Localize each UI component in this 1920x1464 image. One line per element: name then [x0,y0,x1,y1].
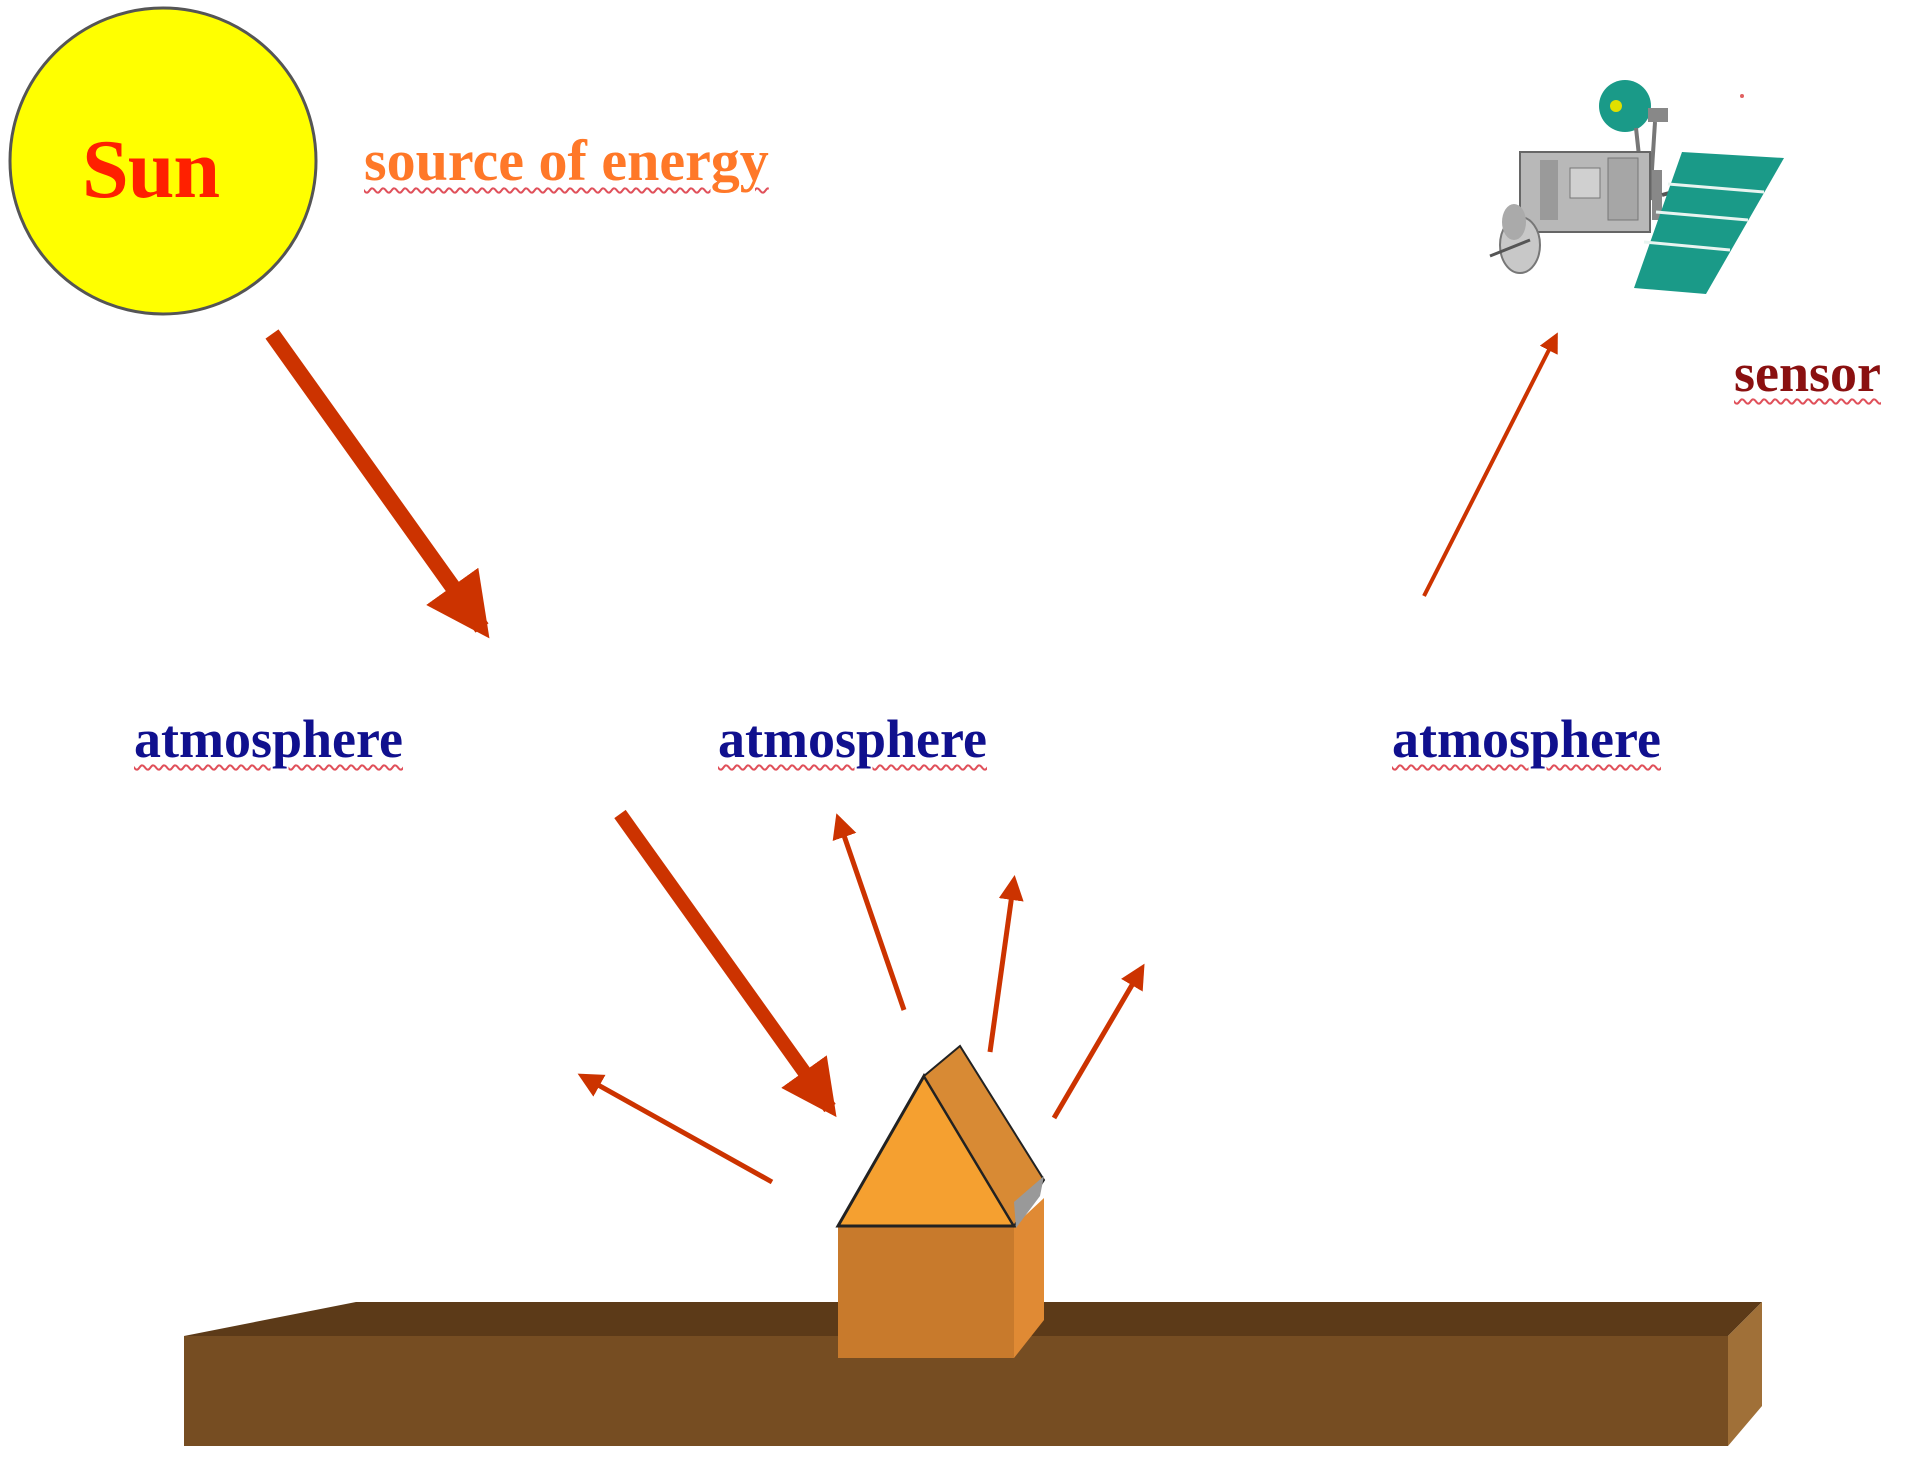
house-icon [835,1044,1046,1358]
reflected-arrow-left [577,1073,774,1185]
atmosphere-label-center: atmosphere [718,709,987,769]
sun-circle [8,6,318,316]
incoming-arrow-top [265,329,490,639]
source-of-energy-label: source of energy [364,128,769,193]
reflected-arrow-up-left [832,813,907,1011]
reflected-arrow-up-right [1051,963,1145,1120]
sensor-label: sensor [1734,343,1881,403]
atmosphere-label-left: atmosphere [134,709,403,769]
satellite-icon [1489,80,1784,294]
sun-label: Sun [82,123,220,216]
sensor-arrow [1422,332,1558,597]
reflected-arrow-up [987,875,1024,1053]
atmosphere-label-right: atmosphere [1392,709,1661,769]
incoming-arrow-bottom [614,809,837,1118]
